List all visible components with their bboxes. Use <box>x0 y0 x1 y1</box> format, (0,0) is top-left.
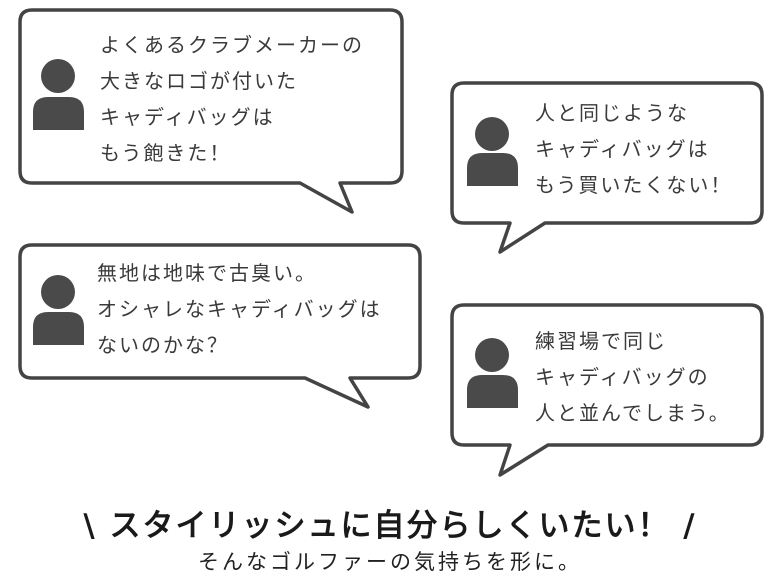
speech-bubble-2 <box>450 81 764 254</box>
text-line: キャディバッグは <box>100 105 275 129</box>
text-line: 練習場で同じ <box>535 329 667 353</box>
headline: \ スタイリッシュに自分らしくいたい！ / <box>0 500 780 545</box>
speech-bubble-1 <box>18 8 404 214</box>
speech-bubble-3 <box>18 243 422 409</box>
text-line: キャディバッグは <box>535 137 710 161</box>
person-icon <box>33 59 84 130</box>
text-line: 人と同じような <box>535 101 689 125</box>
text-line: オシャレなキャディバッグは <box>97 297 382 321</box>
text-line: ないのかな？ <box>97 333 229 357</box>
subheadline: そんなゴルファーの気持ちを形に。 <box>198 550 582 574</box>
speech-bubble-4 <box>450 303 764 477</box>
text-line: もう飽きた！ <box>100 141 232 165</box>
text-line: 大きなロゴが付いた <box>100 69 298 93</box>
headline-text: スタイリッシュに自分らしくいたい！ <box>109 508 671 544</box>
text-line: 人と並んでしまう。 <box>535 401 731 425</box>
text-line: もう買いたくない！ <box>535 173 733 197</box>
person-icon <box>33 275 84 345</box>
person-icon <box>467 338 518 408</box>
bubble-2-text: 人と同じような キャディバッグは もう買いたくない！ <box>535 95 732 203</box>
person-icon <box>467 117 518 186</box>
text-line: キャディバッグの <box>535 365 710 389</box>
slash-right: / <box>683 508 697 544</box>
bubble-1-text: よくあるクラブメーカーの 大きなロゴが付いた キャディバッグは もう飽きた！ <box>100 27 364 171</box>
bubble-4-text: 練習場で同じ キャディバッグの 人と並んでしまう。 <box>535 323 731 431</box>
text-line: よくあるクラブメーカーの <box>100 33 364 57</box>
text-line: 無地は地味で古臭い。 <box>97 261 317 285</box>
slash-left: \ <box>83 508 97 544</box>
bubble-3-text: 無地は地味で古臭い。 オシャレなキャディバッグは ないのかな？ <box>97 255 382 363</box>
